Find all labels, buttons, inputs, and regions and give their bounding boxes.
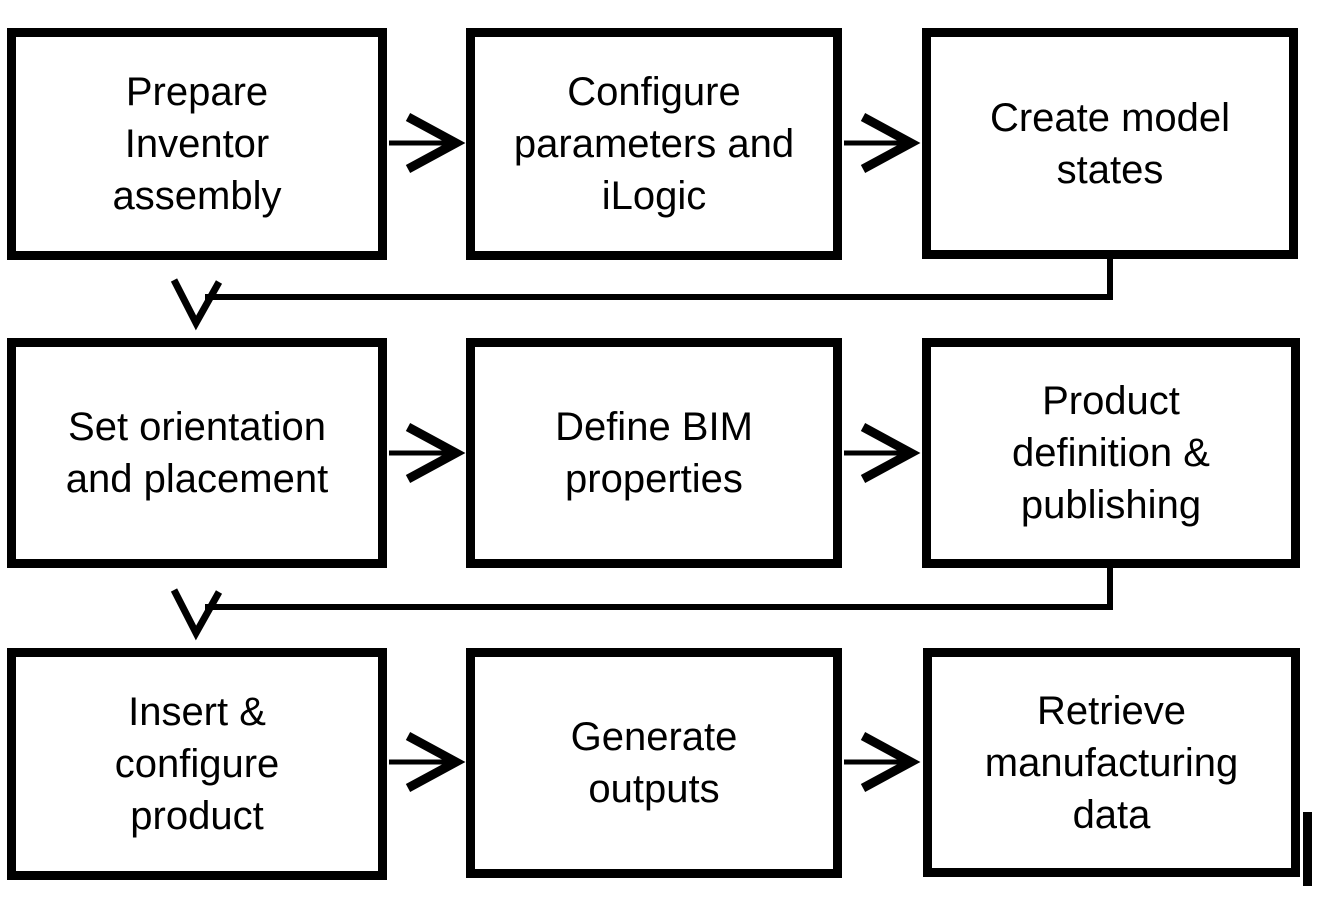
box-label-retrieve-manufacturing-data: Retrieve manufacturing data <box>984 688 1239 837</box>
flow-box-define-bim-properties: Define BIM properties <box>466 338 842 568</box>
flow-box-insert-configure-product: Insert & configure product <box>7 648 387 880</box>
down-arrowhead-icon <box>170 588 223 641</box>
box-label-set-orientation-placement: Set orientation and placement <box>65 405 329 501</box>
elbow-connector-row1-to-row2 <box>170 253 1113 331</box>
flow-box-generate-outputs: Generate outputs <box>466 648 842 878</box>
flow-box-prepare-inventor-assembly: Prepare Inventor assembly <box>7 28 387 260</box>
right-arrow-icon-r1g2 <box>844 113 921 173</box>
right-arrow-icon-r2g2 <box>844 423 921 483</box>
flow-box-product-definition-publishing: Product definition & publishing <box>922 338 1300 568</box>
elbow-connector-row2-to-row3 <box>170 563 1113 641</box>
box-label-insert-configure-product: Insert & configure product <box>114 690 280 838</box>
right-arrow-icon-r3g2 <box>844 732 921 792</box>
flow-box-set-orientation-placement: Set orientation and placement <box>7 338 387 568</box>
box-label-product-definition-publishing: Product definition & publishing <box>1012 379 1210 527</box>
clipped-shape-fragment <box>1303 812 1312 886</box>
flow-box-configure-parameters-ilogic: Configure parameters and iLogic <box>466 28 842 260</box>
box-label-prepare-inventor-assembly: Prepare Inventor assembly <box>112 70 282 218</box>
flow-box-retrieve-manufacturing-data: Retrieve manufacturing data <box>923 648 1300 877</box>
right-arrow-icon-r2g1 <box>389 423 466 483</box>
box-label-create-model-states: Create model states <box>989 95 1231 192</box>
down-arrowhead-icon <box>170 278 223 331</box>
box-label-configure-parameters-ilogic: Configure parameters and iLogic <box>513 70 795 218</box>
right-arrow-icon-r1g1 <box>389 113 466 173</box>
right-arrow-icon-r3g1 <box>389 732 466 792</box>
flow-box-create-model-states: Create model states <box>922 28 1298 259</box>
box-label-define-bim-properties: Define BIM properties <box>555 405 753 501</box>
box-label-generate-outputs: Generate outputs <box>570 715 738 811</box>
